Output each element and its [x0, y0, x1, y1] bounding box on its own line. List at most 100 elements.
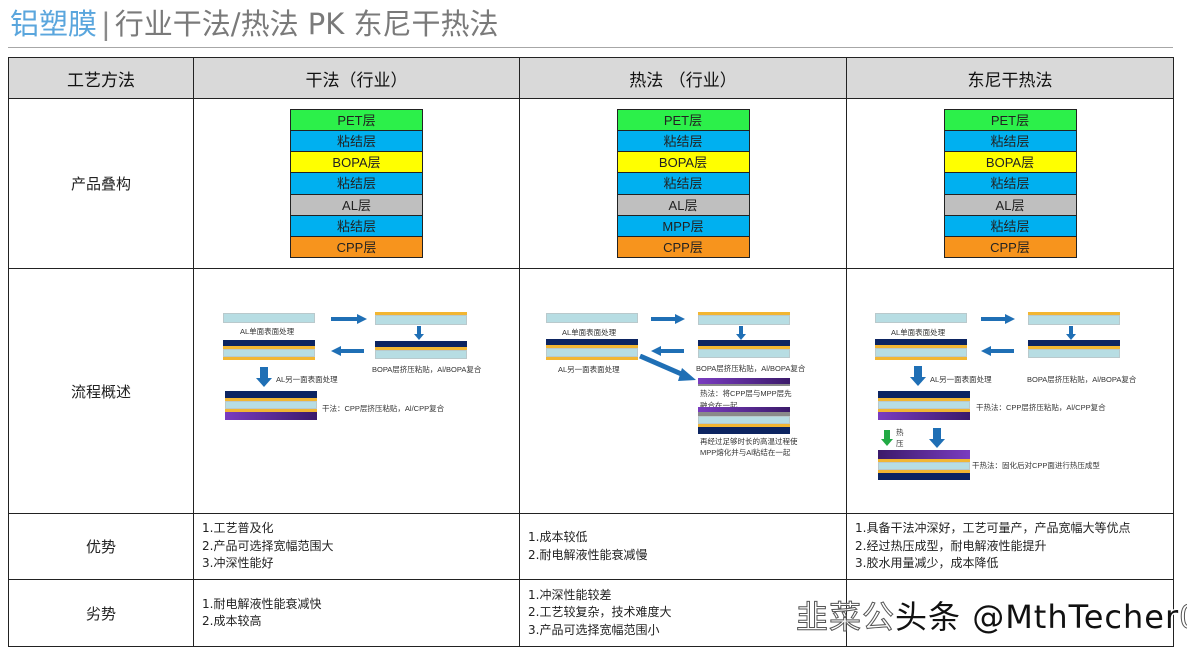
layer-al: AL层 [944, 193, 1076, 215]
advantages-list-tony: 1.具备干法冲深好，工艺可量产，产品宽幅大等优点 2.经过热压成型，耐电解液性能… [847, 520, 1173, 573]
film-mpp [698, 411, 790, 416]
layer-adhesive: 粘结层 [944, 214, 1076, 236]
arrow-down-icon [910, 365, 926, 386]
header-tony-dry-hot: 东尼干热法 [846, 57, 1174, 99]
layer-stack-dry: PET层 粘结层 BOPA层 粘结层 AL层 粘结层 CPP层 [290, 108, 423, 259]
foil-al [875, 312, 967, 323]
film-gold [223, 345, 315, 349]
stack-cell-dry: PET层 粘结层 BOPA层 粘结层 AL层 粘结层 CPP层 [193, 98, 520, 269]
foil-al [875, 347, 967, 357]
layer-mpp: MPP层 [617, 214, 749, 236]
step-label: BOPA层挤压粘贴，Al/BOPA复合 [696, 363, 806, 373]
flow-cell-dry: AL单面表面处理 BOPA层挤压粘贴，Al/BOPA复合 [193, 268, 520, 514]
film-cpp [698, 406, 790, 412]
foil-al [546, 347, 638, 357]
film-cpp [878, 411, 970, 420]
row-label-disadvantages: 劣势 [8, 579, 194, 647]
film-navy [223, 339, 315, 346]
film-gold [878, 469, 970, 473]
flow-diagram-hot: AL单面表面处理 BOPA层挤压粘贴，Al/BOPA复合 AL另一面表面处理 [520, 270, 846, 513]
watermark-dark: 头条 @MthTecher [895, 598, 1180, 636]
header-row: 工艺方法 干法（行业） 热法 （行业） 东尼干热法 [8, 57, 1174, 99]
film-navy [875, 338, 967, 345]
arrow-down-icon [256, 366, 272, 387]
foil-al [546, 312, 638, 323]
arrow-down-icon [1066, 325, 1076, 340]
list-item: 3.冲深性能好 [202, 556, 274, 571]
foil-al [225, 400, 317, 409]
advantages-row: 优势 1.工艺普及化 2.产品可选择宽幅范围大 3.冲深性能好 1.成本较低 2… [8, 513, 1174, 580]
press-label: 热 [896, 427, 904, 437]
layer-cpp: CPP层 [944, 235, 1076, 258]
arrow-right-icon [331, 313, 367, 324]
film-gold [698, 345, 790, 349]
flow-cell-hot: AL单面表面处理 BOPA层挤压粘贴，Al/BOPA复合 AL另一面表面处理 [519, 268, 847, 514]
watermark-tail: 00 [1179, 598, 1187, 637]
layer-adhesive: 粘结层 [944, 130, 1076, 152]
list-item: 1.具备干法冲深好，工艺可量产，产品宽幅大等优点 [855, 521, 1131, 536]
step-label: AL另一面表面处理 [276, 374, 338, 384]
layer-adhesive: 粘结层 [291, 130, 422, 152]
layer-bopa: BOPA层 [291, 151, 422, 173]
layer-al: AL层 [617, 193, 749, 215]
list-item: 3.胶水用量减少，成本降低 [855, 556, 999, 571]
list-item: 2.成本较高 [202, 614, 262, 628]
header-dry-industry: 干法（行业） [193, 57, 520, 99]
foil-al [375, 314, 467, 325]
layer-bopa: BOPA层 [944, 151, 1076, 173]
advantages-list-hot: 1.成本较低 2.耐电解液性能衰减慢 [520, 529, 846, 564]
film-gold [878, 397, 970, 401]
film-gold [878, 408, 970, 412]
stack-row: 产品叠构 PET层 粘结层 BOPA层 粘结层 AL层 粘结层 CPP层 PET… [8, 98, 1174, 269]
film-mpp [698, 383, 790, 386]
foil-al [375, 349, 467, 359]
list-item: 2.工艺较复杂，技术难度大 [528, 605, 672, 620]
layer-cpp: CPP层 [291, 235, 422, 258]
film-navy [225, 390, 317, 398]
arrow-right-icon [651, 313, 685, 324]
film-gold [546, 344, 638, 348]
step-label: BOPA层挤压粘贴，Al/BOPA复合 [372, 364, 482, 374]
foil-al [1028, 348, 1120, 358]
layer-adhesive: 粘结层 [617, 172, 749, 194]
list-item: 3.产品可选择宽幅范围小 [528, 622, 660, 637]
disadvantages-list-dry: 1.耐电解液性能衰减快 2.成本较高 [194, 596, 519, 631]
list-item: 2.产品可选择宽幅范围大 [202, 538, 334, 553]
title-brand: 铝塑膜 [10, 7, 98, 41]
film-navy [1028, 339, 1120, 346]
disadvantages-row: 劣势 1.耐电解液性能衰减快 2.成本较高 1.冲深性能较差 2.工艺较复杂，技… [8, 579, 1174, 647]
film-navy [878, 472, 970, 480]
layer-bopa: BOPA层 [617, 151, 749, 173]
film-cpp [225, 411, 317, 420]
step-label: BOPA层挤压粘贴，Al/BOPA复合 [1027, 374, 1137, 384]
foil-al [698, 314, 790, 325]
foil-al [223, 348, 315, 357]
film-gold [875, 344, 967, 348]
step-label: AL单面表面处理 [891, 327, 946, 337]
foil-al [1028, 314, 1120, 325]
arrow-down-icon [929, 427, 945, 448]
stack-cell-hot: PET层 粘结层 BOPA层 粘结层 AL层 MPP层 CPP层 [519, 98, 847, 269]
foil-al [698, 415, 790, 424]
film-gold [1028, 345, 1120, 349]
layer-pet: PET层 [291, 108, 422, 131]
flow-row: 流程概述 AL单面表面处理 BOPA层挤压粘贴，Al/BOPA复合 [8, 268, 1174, 514]
stack-cell-tony: PET层 粘结层 BOPA层 粘结层 AL层 粘结层 CPP层 [846, 98, 1174, 269]
step-label: 干热法：固化后对CPP面进行热压成型 [972, 460, 1100, 470]
list-item: 2.耐电解液性能衰减慢 [528, 547, 648, 562]
film-gold [875, 356, 967, 360]
flow-diagram-tony: AL单面表面处理 AL另一面表面处理 BOPA层挤压粘贴，Al/BOPA复合 [847, 270, 1173, 513]
step-label: AL单面表面处理 [562, 327, 617, 337]
layer-adhesive: 粘结层 [291, 172, 422, 194]
film-gold [546, 356, 638, 360]
list-item: 2.经过热压成型，耐电解液性能提升 [855, 538, 1047, 553]
advantages-cell-tony: 1.具备干法冲深好，工艺可量产，产品宽幅大等优点 2.经过热压成型，耐电解液性能… [846, 513, 1174, 580]
page-title: 铝塑膜|行业干法/热法 PK 东尼干热法 [10, 6, 499, 42]
row-label-advantages: 优势 [8, 513, 194, 580]
step-label: 干法：CPP层挤压粘贴，Al/CPP复合 [322, 403, 445, 413]
title-separator: | [101, 7, 111, 41]
foil-al [878, 400, 970, 409]
film-gold [225, 408, 317, 412]
layer-stack-hot: PET层 粘结层 BOPA层 粘结层 AL层 MPP层 CPP层 [616, 108, 750, 259]
disadvantages-cell-tony [846, 579, 1174, 647]
